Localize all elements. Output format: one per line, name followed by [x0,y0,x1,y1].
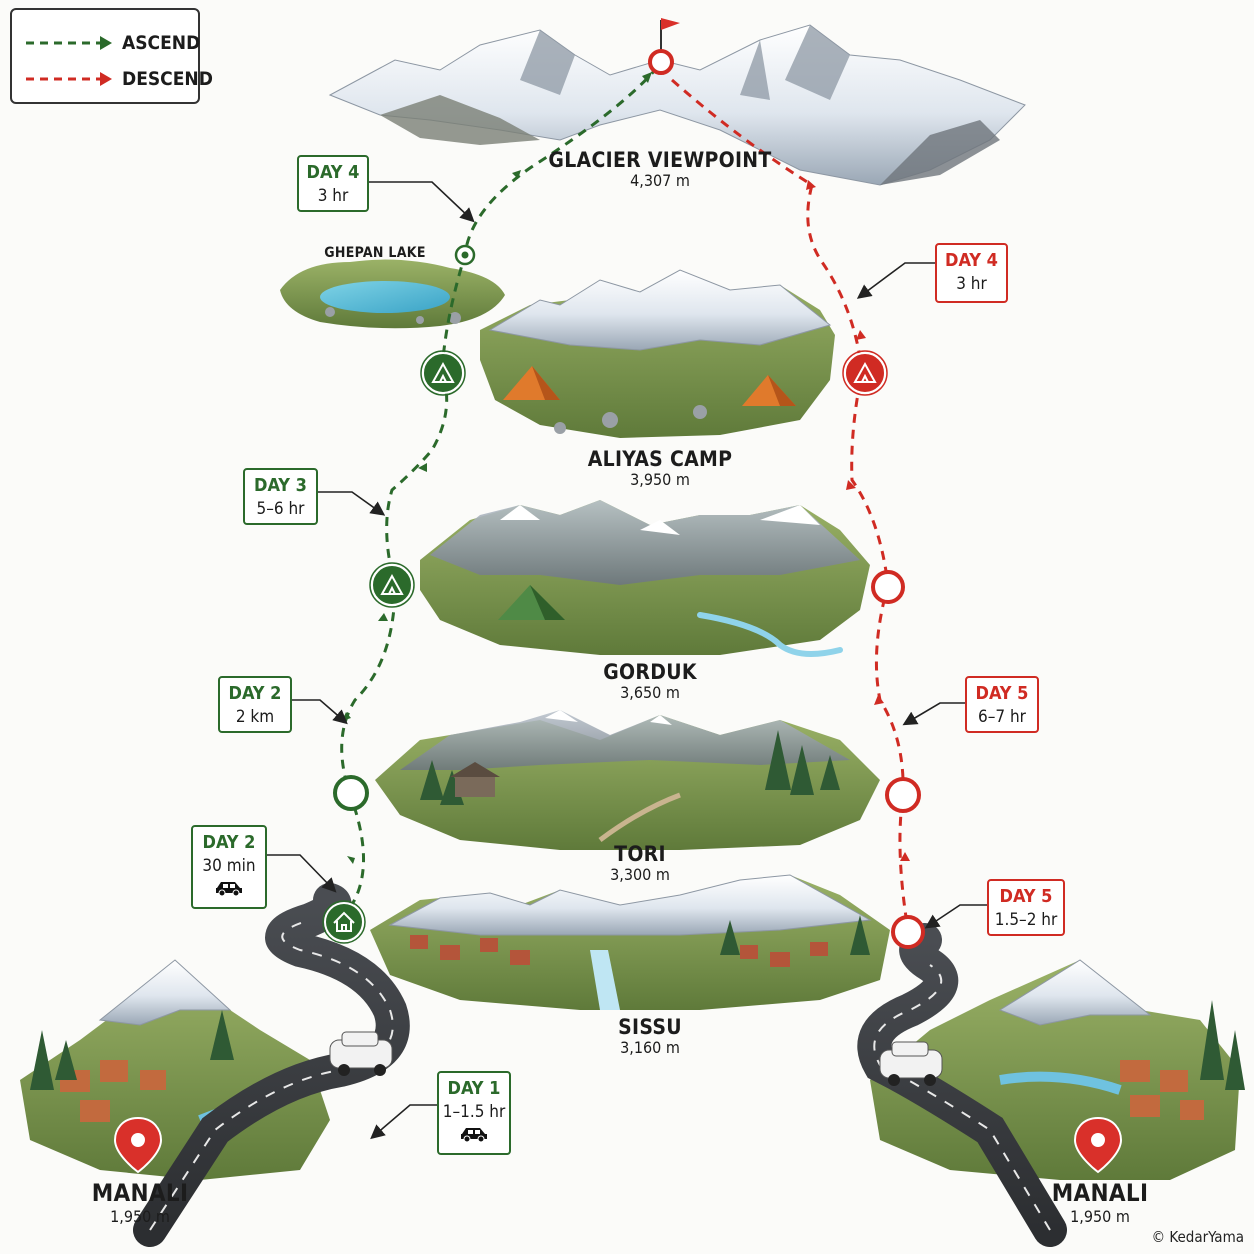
ascend-day3-box: DAY 3 5–6 hr [243,468,318,525]
sissu-descend-marker[interactable] [891,915,925,949]
ascend-day2-drive-box: DAY 2 30 min [191,825,267,909]
glacier-viewpoint-label: GLACIER VIEWPOINT 4,307 m [520,148,800,191]
glacier-viewpoint-altitude: 4,307 m [630,171,690,191]
descend-day5-trek-box: DAY 5 6–7 hr [965,676,1039,733]
tent-icon [853,361,877,383]
ascend-day4-box: DAY 4 3 hr [297,155,369,212]
legend: ASCEND DESCEND [10,8,213,104]
descend-day4-day: DAY 4 [945,250,998,271]
gorduk-name: GORDUK [603,660,697,684]
ghepan-lake-label: GHEPAN LAKE [324,245,426,261]
glacier-viewpoint-name: GLACIER VIEWPOINT [548,148,772,172]
ascend-day3-day: DAY 3 [254,475,307,496]
descend-day5-drive-box: DAY 5 1.5–2 hr [987,879,1065,936]
ascend-day2-drive-day: DAY 2 [202,832,256,853]
car-right [879,1041,943,1086]
ascend-day1-box: DAY 1 1–1.5 hr [437,1071,511,1155]
descend-route [671,78,910,931]
location-pin-icon-left[interactable] [113,1116,163,1174]
descend-day5-trek-time: 6–7 hr [978,707,1026,728]
gorduk-altitude: 3,650 m [620,683,680,703]
ascend-day4-time: 3 hr [317,186,349,207]
manali-right-altitude: 1,950 m [1070,1206,1130,1226]
ascend-day1-day: DAY 1 [447,1078,501,1099]
tori-descend-marker[interactable] [885,777,921,813]
aliyas-camp-ascend-marker[interactable] [420,350,466,396]
tori-label: TORI 3,300 m [560,842,720,885]
gorduk-illustration [420,500,870,657]
legend-descend: DESCEND [24,66,213,92]
ascend-route [338,69,657,922]
car-icon [461,1128,487,1143]
gorduk-descend-marker[interactable] [871,570,905,604]
ascend-day2-drive-time: 30 min [202,856,256,877]
manali-left-label: MANALI 1,950 m [70,1179,210,1226]
manali-left-altitude: 1,950 m [110,1206,170,1226]
legend-ascend-label: ASCEND [122,32,201,54]
ghepan-lake-marker[interactable] [454,244,476,266]
tori-ascend-marker[interactable] [333,775,369,811]
location-pin-icon-right[interactable] [1073,1116,1123,1174]
car-left [329,1031,393,1076]
copyright-text: © KedarYama [1151,1228,1244,1246]
road-right [857,923,1067,1247]
aliyas-camp-altitude: 3,950 m [630,470,690,490]
manali-right-name: MANALI [1051,1179,1149,1207]
descend-day4-box: DAY 4 3 hr [935,243,1008,303]
summit-marker[interactable] [648,49,674,75]
descend-day5-drive-day: DAY 5 [999,886,1053,907]
descend-arrowheads [806,180,910,861]
ascend-day4-day: DAY 4 [306,162,360,183]
manali-right-label: MANALI 1,950 m [1030,1179,1170,1226]
aliyas-camp-illustration [480,269,835,438]
descend-day4-time: 3 hr [956,274,987,295]
sissu-illustration [370,874,890,1010]
manali-left-name: MANALI [91,1179,189,1207]
glacier-mountains-illustration [328,24,1026,186]
car-icon [216,882,242,897]
ascend-arrow-icon [26,36,112,50]
gorduk-label: GORDUK 3,650 m [560,660,740,703]
ascend-day3-time: 5–6 hr [256,499,305,520]
descend-arrow-icon [26,72,112,86]
ascend-day2-trek-distance: 2 km [235,707,275,728]
tori-name: TORI [614,842,666,866]
sissu-name: SISSU [618,1015,682,1039]
ascend-day2-trek-day: DAY 2 [228,683,282,704]
tent-icon [380,573,404,595]
sissu-label: SISSU 3,160 m [570,1015,730,1058]
descend-day5-trek-day: DAY 5 [975,683,1029,704]
tori-illustration [375,710,880,850]
aliyas-camp-label: ALIYAS CAMP 3,950 m [560,447,760,490]
sissu-altitude: 3,160 m [620,1038,680,1058]
ascend-day1-time: 1–1.5 hr [442,1102,506,1123]
tori-altitude: 3,300 m [610,865,670,885]
sissu-ascend-marker[interactable] [322,900,366,944]
ghepan-lake-illustration [280,259,505,329]
aliyas-camp-name: ALIYAS CAMP [587,447,733,471]
legend-ascend: ASCEND [24,30,200,56]
leader-arrows [267,181,987,1140]
aliyas-camp-descend-marker[interactable] [842,350,888,396]
home-icon [333,911,355,932]
tent-icon [431,361,455,383]
ascend-day2-trek-box: DAY 2 2 km [218,676,292,733]
legend-descend-label: DESCEND [122,68,213,90]
gorduk-ascend-marker[interactable] [369,562,415,608]
descend-day5-drive-time: 1.5–2 hr [994,910,1058,931]
